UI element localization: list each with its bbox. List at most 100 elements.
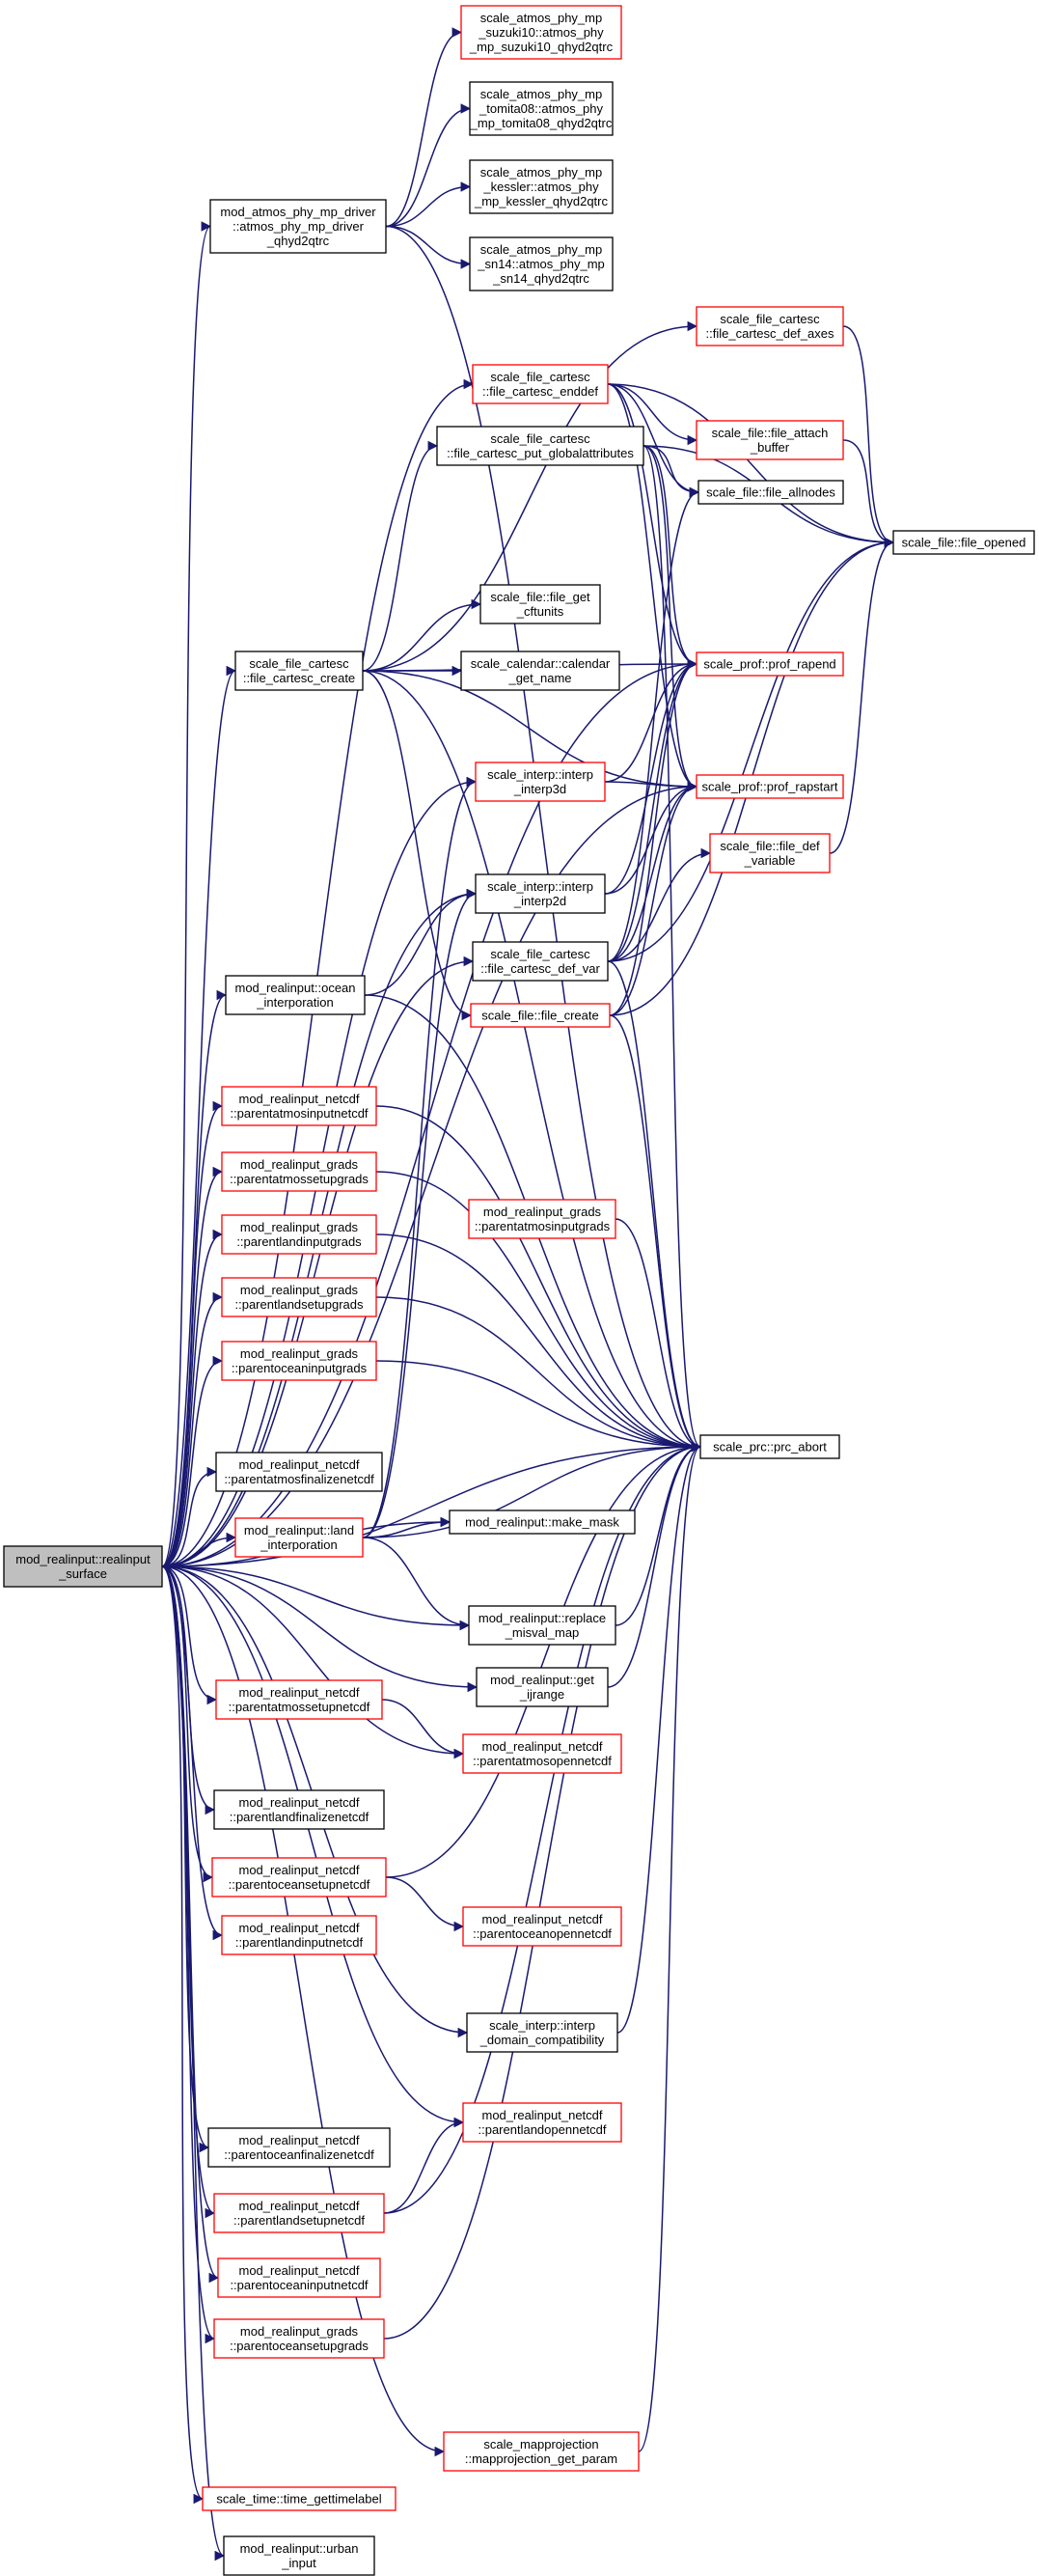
- node-label: scale_file_cartesc: [490, 431, 590, 446]
- node-label: mod_realinput_netcdf: [238, 1863, 359, 1877]
- node-plandinnc[interactable]: mod_realinput_netcdf::parentlandinputnet…: [221, 1915, 377, 1955]
- node-plandopnc[interactable]: mod_realinput_netcdf::parentlandopennetc…: [462, 2102, 622, 2143]
- node-label: mod_realinput_netcdf: [238, 2133, 359, 2147]
- node-label: scale_atmos_phy_mp: [480, 242, 602, 257]
- node-calname[interactable]: scale_calendar::calendar_get_name: [460, 651, 620, 691]
- node-fileopened[interactable]: scale_file::file_opened: [892, 530, 1035, 555]
- node-label: mod_realinput::replace: [478, 1611, 606, 1625]
- node-interp2d[interactable]: scale_interp::interp_interp2d: [475, 873, 606, 914]
- node-box: [466, 2012, 618, 2053]
- node-label: scale_file::file_def: [720, 839, 820, 853]
- node-domcompat[interactable]: scale_interp::interp_domain_compatibilit…: [466, 2012, 618, 2053]
- node-label: ::parentoceaninputnetcdf: [230, 2278, 368, 2292]
- node-makemask[interactable]: mod_realinput::make_mask: [449, 1510, 636, 1535]
- node-poceaninnc[interactable]: mod_realinput_netcdf::parentoceaninputne…: [217, 2257, 381, 2298]
- node-patmossetnc[interactable]: mod_realinput_netcdf::parentatmossetupne…: [215, 1679, 383, 1720]
- node-box: [217, 2257, 381, 2298]
- edge-interp2d-to-rapstart: [604, 781, 698, 895]
- node-defaxes[interactable]: scale_file_cartesc::file_cartesc_def_axe…: [696, 306, 844, 346]
- node-allnodes[interactable]: scale_file::file_allnodes: [697, 480, 844, 505]
- node-cftunits[interactable]: scale_file::file_get_cftunits: [479, 584, 601, 624]
- node-label: ::parentlandinputgrads: [236, 1234, 362, 1249]
- node-sn14[interactable]: scale_atmos_phy_mp_sn14::atmos_phy_mp_sn…: [469, 236, 614, 291]
- node-filecreate[interactable]: scale_file::file_create: [470, 1003, 611, 1028]
- node-getijrange[interactable]: mod_realinput::get_ijrange: [476, 1667, 609, 1707]
- node-patmossetgr[interactable]: mod_realinput_grads::parentatmossetupgra…: [221, 1151, 377, 1192]
- node-fdefvar[interactable]: scale_file_cartesc::file_cartesc_def_var: [472, 941, 609, 982]
- node-box: [221, 1915, 377, 1955]
- node-root[interactable]: mod_realinput::realinput_surface: [3, 1545, 163, 1588]
- node-label: ::parentatmossetupnetcdf: [229, 1700, 370, 1714]
- node-suzuki[interactable]: scale_atmos_phy_mp_suzuki10::atmos_phy_m…: [460, 5, 622, 60]
- node-label: scale_file::file_allnodes: [706, 485, 835, 500]
- node-label: ::file_cartesc_create: [243, 671, 355, 685]
- node-label: _surface: [58, 1566, 107, 1581]
- node-oceaninterp[interactable]: mod_realinput::ocean_interporation: [225, 975, 366, 1015]
- edge-root-to-mpdrv: [161, 221, 212, 1567]
- node-box: [462, 2102, 622, 2143]
- edge-landinterp-to-interp2d: [362, 888, 478, 1538]
- node-label: mod_realinput::land: [244, 1523, 354, 1537]
- node-prcabort[interactable]: scale_prc::prc_abort: [699, 1434, 840, 1459]
- node-patmosfinnc[interactable]: mod_realinput_netcdf::parentatmosfinaliz…: [215, 1452, 383, 1492]
- node-defvar[interactable]: scale_file::file_def_variable: [709, 833, 831, 873]
- node-box: [213, 1789, 385, 1830]
- node-tomita[interactable]: scale_atmos_phy_mp_tomita08::atmos_phy_m…: [469, 81, 614, 136]
- node-putglobal[interactable]: scale_file_cartesc::file_cartesc_put_glo…: [436, 426, 644, 466]
- node-rapstart[interactable]: scale_prof::prof_rapstart: [696, 774, 844, 799]
- node-label: _cftunits: [516, 604, 564, 619]
- node-replmisval[interactable]: mod_realinput::replace_misval_map: [468, 1605, 616, 1646]
- edge-plandingr-to-prcabort: [375, 1233, 702, 1453]
- edge-putglobal-to-rapstart: [643, 445, 698, 792]
- node-plandsetnc[interactable]: mod_realinput_netcdf::parentlandsetupnet…: [213, 2193, 385, 2233]
- node-rapend[interactable]: scale_prof::prof_rapend: [696, 651, 844, 677]
- edge-root-to-poceaningr: [161, 1355, 224, 1567]
- node-label: mod_realinput_netcdf: [238, 1092, 359, 1106]
- node-label: _sn14::atmos_phy_mp: [477, 257, 605, 271]
- node-interp3d[interactable]: scale_interp::interp_interp3d: [475, 762, 606, 802]
- node-plandsetgr[interactable]: mod_realinput_grads::parentlandsetupgrad…: [221, 1277, 377, 1317]
- node-label: scale_file::file_attach: [712, 426, 829, 440]
- node-patmosingr[interactable]: mod_realinput_grads::parentatmosinputgra…: [468, 1199, 616, 1239]
- edge-root-to-patmosfinnc: [161, 1466, 218, 1567]
- node-poceansetgr[interactable]: mod_realinput_grads::parentoceansetupgra…: [213, 2318, 385, 2359]
- node-poceansetnc[interactable]: mod_realinput_netcdf::parentoceansetupne…: [211, 1857, 387, 1897]
- node-patmosopnc[interactable]: mod_realinput_netcdf::parentatmosopennet…: [462, 1733, 622, 1774]
- node-enddef[interactable]: scale_file_cartesc::file_cartesc_enddef: [472, 364, 609, 404]
- node-mapparam[interactable]: scale_mapprojection::mapprojection_get_p…: [443, 2431, 640, 2472]
- node-kessler[interactable]: scale_atmos_phy_mp_kessler::atmos_phy_mp…: [469, 159, 614, 214]
- edge-root-to-mapparam: [161, 1565, 446, 2457]
- node-box: [213, 2318, 385, 2359]
- node-box: [468, 1605, 616, 1646]
- node-poceanopnc[interactable]: mod_realinput_netcdf::parentoceanopennet…: [462, 1906, 622, 1947]
- node-timelabel[interactable]: scale_time::time_gettimelabel: [202, 2486, 396, 2511]
- node-plandingr[interactable]: mod_realinput_grads::parentlandinputgrad…: [221, 1214, 377, 1255]
- edge-root-to-plandopnc: [161, 1565, 465, 2128]
- node-label: scale_prof::prof_rapend: [703, 657, 835, 672]
- node-fcreate[interactable]: scale_file_cartesc::file_cartesc_create: [234, 651, 364, 691]
- node-label: _buffer: [750, 440, 790, 455]
- edge-poceansetnc-to-poceanopnc: [385, 1876, 465, 1932]
- node-label: mod_realinput_netcdf: [238, 1921, 359, 1935]
- node-box: [469, 81, 614, 136]
- edge-getijrange-to-prcabort: [607, 1441, 702, 1688]
- edge-interp2d-to-rapend: [604, 658, 698, 895]
- node-landinterp[interactable]: mod_realinput::land_interporation: [234, 1517, 364, 1558]
- node-label: _ijrange: [519, 1687, 564, 1702]
- node-box: [696, 774, 844, 799]
- node-poceaningr[interactable]: mod_realinput_grads::parentoceaninputgra…: [221, 1341, 377, 1381]
- node-box: [436, 426, 644, 466]
- edge-landinterp-to-prcabort: [362, 1441, 702, 1538]
- node-mpdrv[interactable]: mod_atmos_phy_mp_driver::atmos_phy_mp_dr…: [209, 199, 387, 254]
- node-poceanfinnc[interactable]: mod_realinput_netcdf::parentoceanfinaliz…: [207, 2127, 391, 2168]
- node-attachbuf[interactable]: scale_file::file_attach_buffer: [696, 420, 844, 460]
- node-patmosinnc[interactable]: mod_realinput_netcdf::parentatmosinputne…: [221, 1086, 377, 1126]
- node-label: scale_file_cartesc: [249, 656, 349, 671]
- edge-root-to-plandsetgr: [161, 1291, 224, 1567]
- node-box: [472, 364, 609, 404]
- node-label: mod_realinput_grads: [240, 2324, 359, 2339]
- node-urbaninput[interactable]: mod_realinput::urban_input: [223, 2535, 375, 2576]
- node-label: ::atmos_phy_mp_driver: [232, 219, 365, 234]
- node-plandfinnc[interactable]: mod_realinput_netcdf::parentlandfinalize…: [213, 1789, 385, 1830]
